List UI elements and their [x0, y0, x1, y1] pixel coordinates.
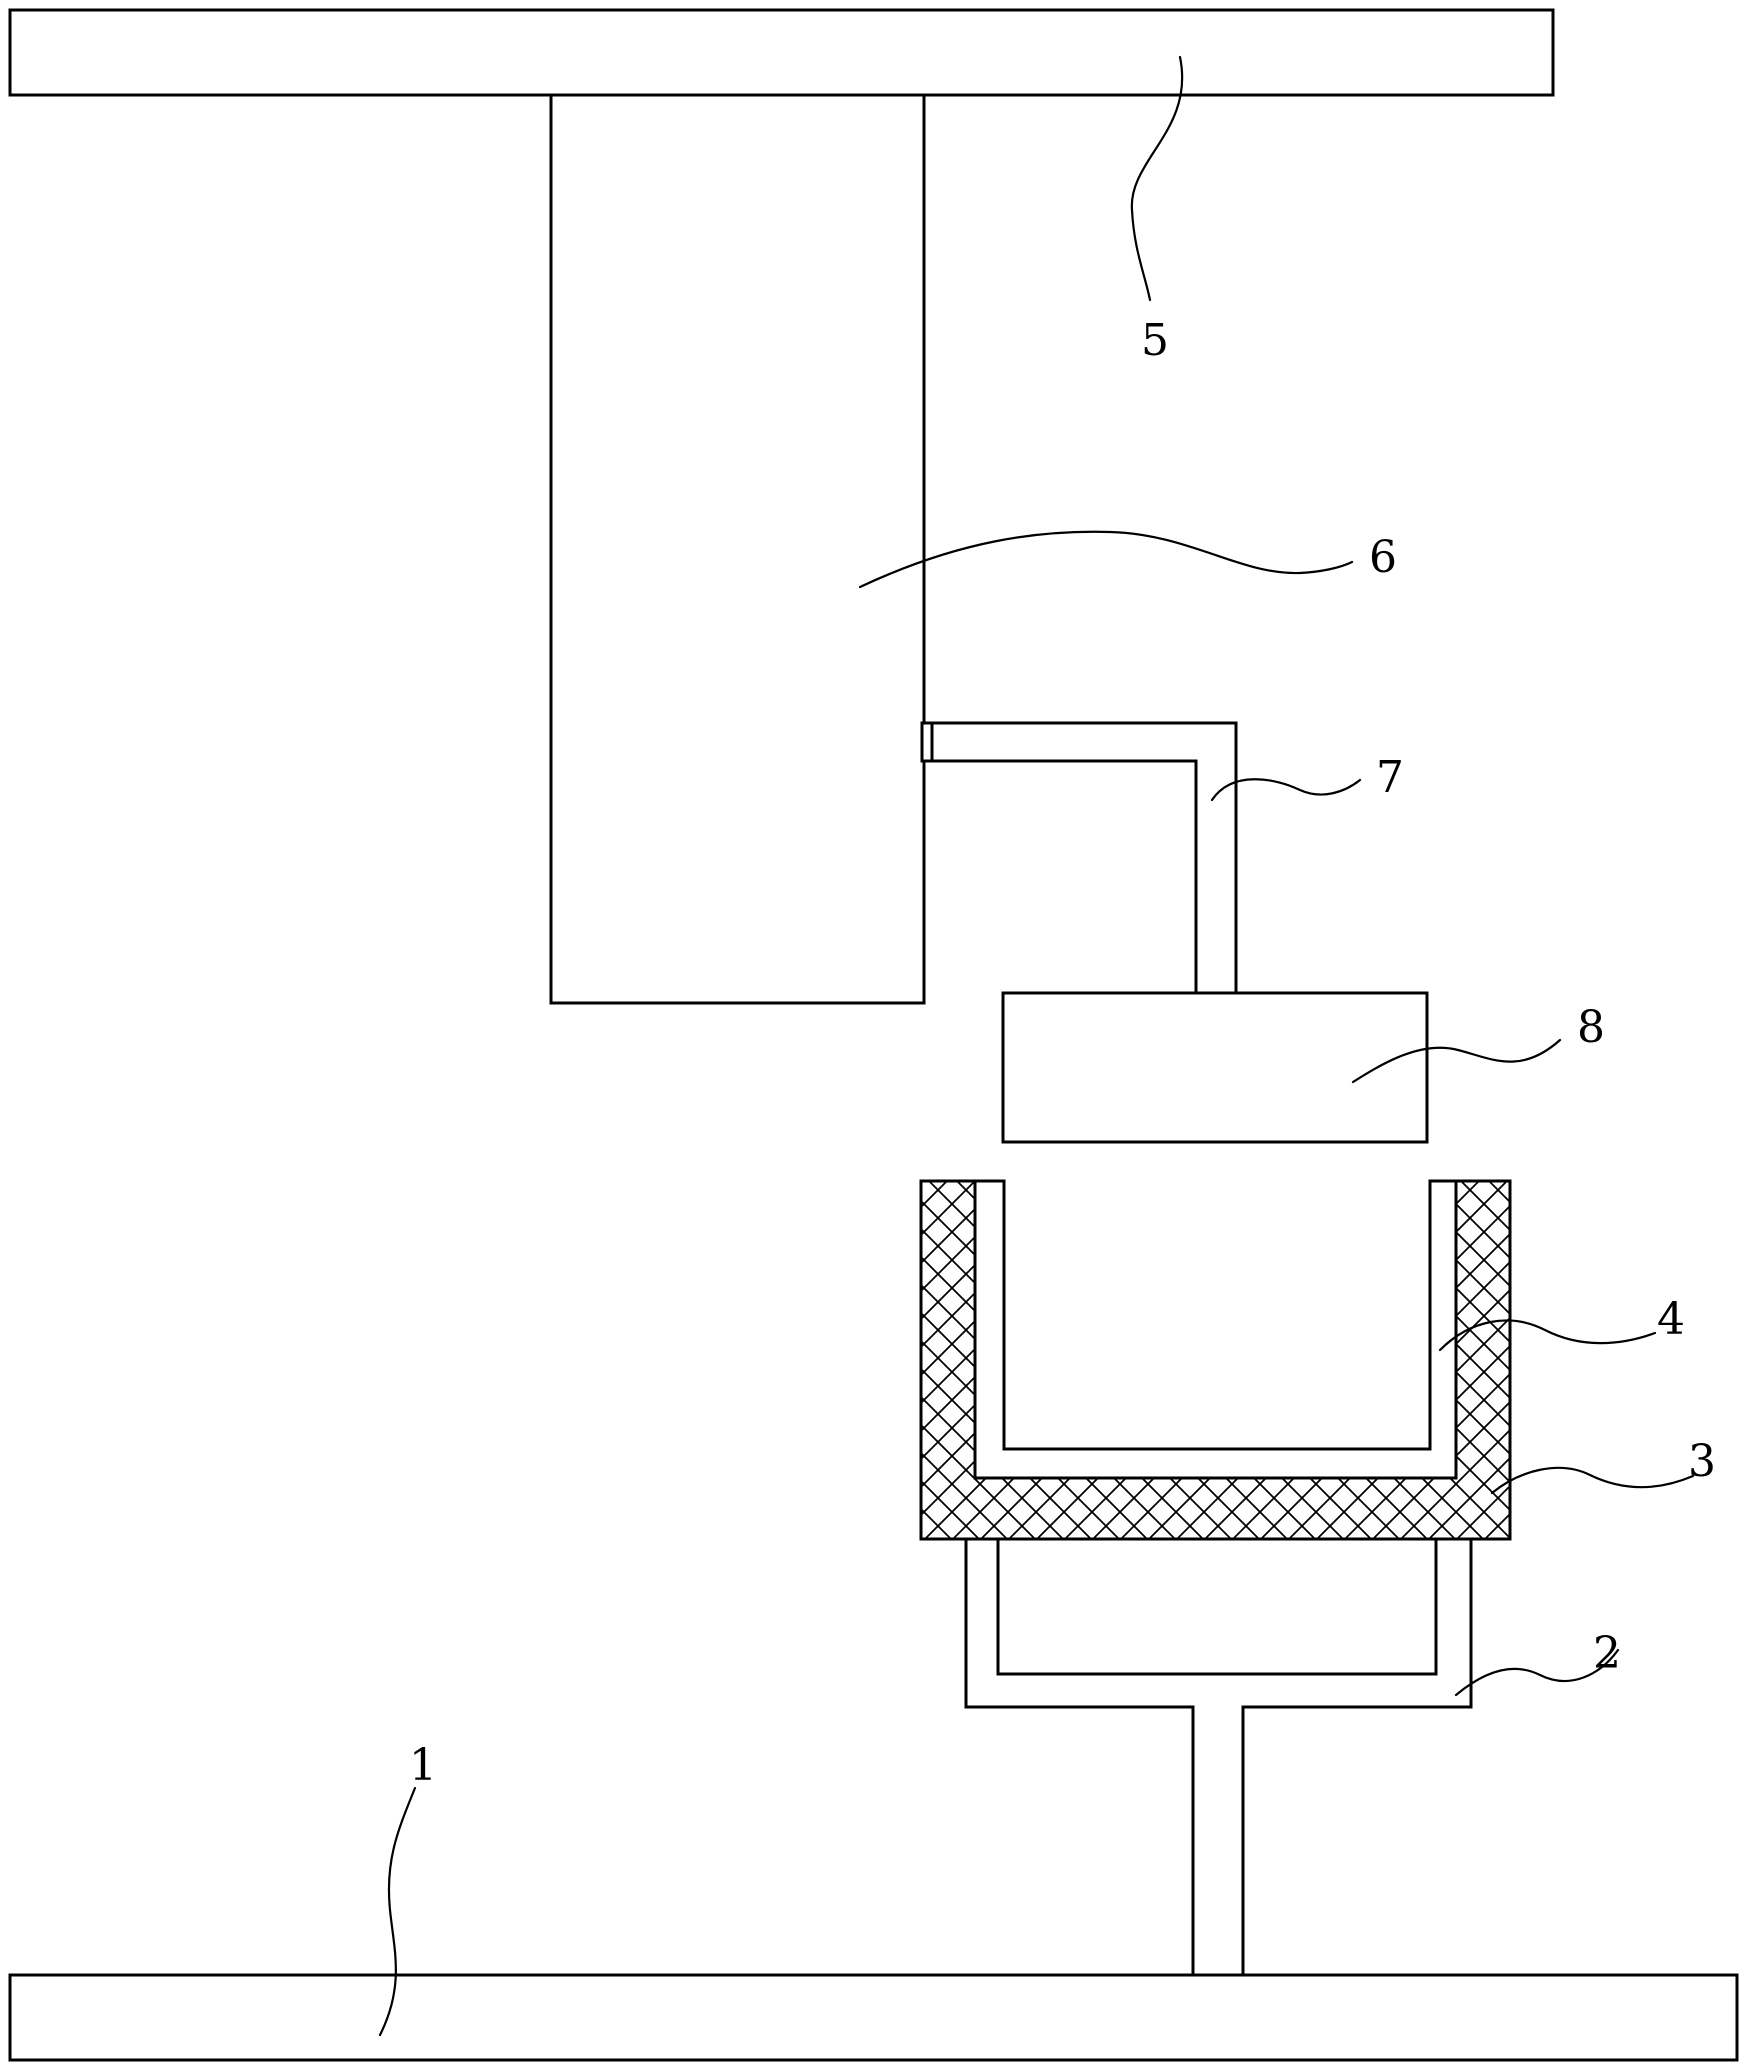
base-plate — [8, 1973, 1739, 2062]
leader-line-1 — [378, 1786, 417, 2037]
leader-line-6 — [858, 530, 1354, 589]
part-label-4: 4 — [1657, 1294, 1685, 1345]
insulation-layer — [919, 1179, 1512, 1541]
leader-line-8 — [1351, 1038, 1562, 1084]
arm-mount-tab — [920, 721, 934, 763]
l-shaped-arm — [922, 721, 1238, 995]
leader-line-5 — [1130, 55, 1184, 302]
leader-line-2 — [1454, 1648, 1620, 1697]
hanging-block — [549, 93, 926, 1005]
support-stand — [964, 1537, 1473, 1977]
part-label-5: 5 — [1141, 315, 1169, 366]
head-block — [1001, 991, 1429, 1144]
part-label-6: 6 — [1369, 532, 1397, 583]
top-plate — [8, 8, 1555, 97]
leader-line-7 — [1210, 778, 1362, 802]
leader-line-4 — [1438, 1319, 1657, 1352]
part-label-1: 1 — [409, 1740, 437, 1791]
part-label-8: 8 — [1577, 1002, 1605, 1053]
part-label-3: 3 — [1688, 1436, 1716, 1487]
part-label-2: 2 — [1593, 1628, 1621, 1679]
leader-line-3 — [1490, 1466, 1695, 1495]
inner-container — [973, 1179, 1458, 1480]
part-label-7: 7 — [1376, 752, 1404, 803]
